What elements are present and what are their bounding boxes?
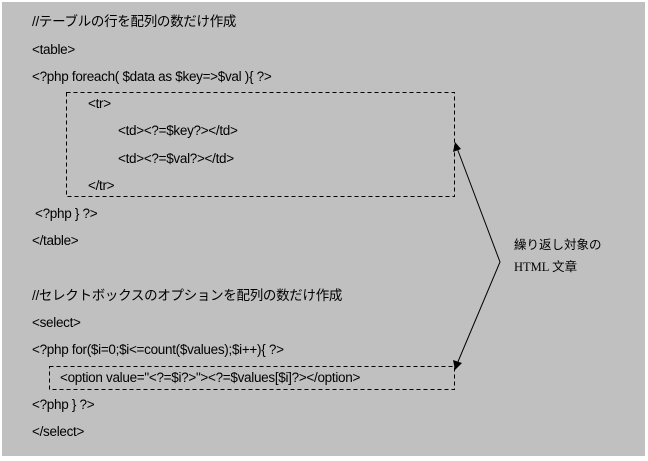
code-line: </tr> [88, 178, 115, 193]
code-line: </table> [32, 233, 79, 248]
code-line: <tr> [88, 96, 111, 111]
code-line: <td><?=$key?></td> [118, 123, 238, 138]
code-line: <?php } ?> [32, 397, 95, 412]
repeat-box-table [66, 92, 455, 197]
code-panel [2, 2, 645, 456]
code-line: <?php foreach( $data as $key=>$val ){ ?> [32, 69, 272, 84]
code-line: <?php } ?> [35, 206, 98, 221]
repeat-box-option [49, 366, 455, 390]
comment-select: //セレクトボックスのオプションを配列の数だけ作成 [32, 288, 343, 303]
annotation-label-line2: HTML 文章 [514, 260, 578, 274]
code-line: <td><?=$val?></td> [118, 151, 234, 166]
arrowhead-bottom [453, 360, 462, 370]
comment-table: //テーブルの行を配列の数だけ作成 [32, 14, 237, 29]
code-line: <option value="<?=$i?>"><?=$values[$i]?>… [60, 370, 361, 385]
annotation-label-line1: 繰り返し対象の [514, 238, 602, 252]
code-line: <table> [32, 42, 75, 57]
code-line: </select> [32, 424, 85, 439]
arrowhead-top [453, 142, 461, 152]
callout-lines [456, 147, 501, 365]
code-line: <select> [32, 315, 81, 330]
code-line: <?php for($i=0;$i<=count($values);$i++){… [32, 342, 284, 357]
